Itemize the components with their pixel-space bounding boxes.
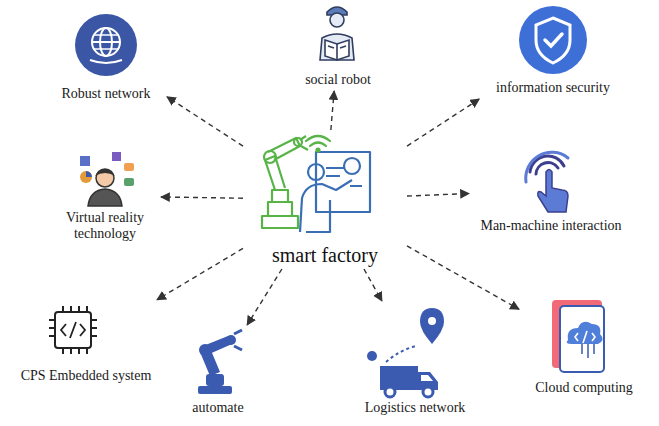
feature-node: Man-machine interaction	[472, 146, 630, 234]
robot-arm-icon	[198, 330, 242, 394]
truck-icon	[367, 308, 444, 397]
dashed-arrow	[247, 269, 282, 325]
node-label: Virtual reality technology	[52, 210, 158, 242]
dashed-arrow	[157, 248, 243, 299]
cloud-tablet-icon	[552, 300, 604, 372]
node-label: Logistics network	[348, 400, 482, 416]
node-label: Cloud computing	[522, 380, 646, 396]
dashed-arrow	[407, 193, 469, 196]
feature-node: Robust network	[48, 12, 164, 102]
chip-icon	[49, 306, 97, 354]
node-label: Robust network	[48, 86, 164, 102]
node-label: information security	[478, 80, 628, 96]
dashed-arrow	[407, 99, 479, 146]
dashed-arrow	[167, 97, 243, 146]
vr-person-icon	[80, 152, 134, 206]
globe-icon	[75, 14, 137, 76]
person-reading-icon	[320, 7, 354, 60]
node-label: social robot	[282, 72, 394, 88]
feature-node: social robot	[282, 2, 394, 88]
node-label: automate	[172, 400, 264, 416]
dashed-arrow	[161, 197, 243, 198]
feature-node: CPS Embedded system	[18, 300, 154, 384]
feature-node: Cloud computing	[522, 296, 646, 396]
dashed-arrow	[364, 269, 382, 301]
touch-icon	[526, 152, 568, 212]
node-label: Man-machine interaction	[472, 218, 630, 234]
feature-node: Logistics network	[348, 304, 482, 416]
dashed-arrow	[407, 246, 519, 309]
dashed-arrow	[331, 91, 334, 130]
node-label: CPS Embedded system	[18, 368, 154, 384]
factory-illustration	[262, 136, 370, 232]
feature-node: automate	[172, 328, 264, 416]
feature-node: Virtual reality technology	[52, 150, 158, 242]
shield-icon	[519, 6, 587, 74]
node-title: smart factory	[245, 244, 405, 267]
feature-node: information security	[478, 6, 628, 96]
central-node: smart factory	[245, 132, 405, 267]
